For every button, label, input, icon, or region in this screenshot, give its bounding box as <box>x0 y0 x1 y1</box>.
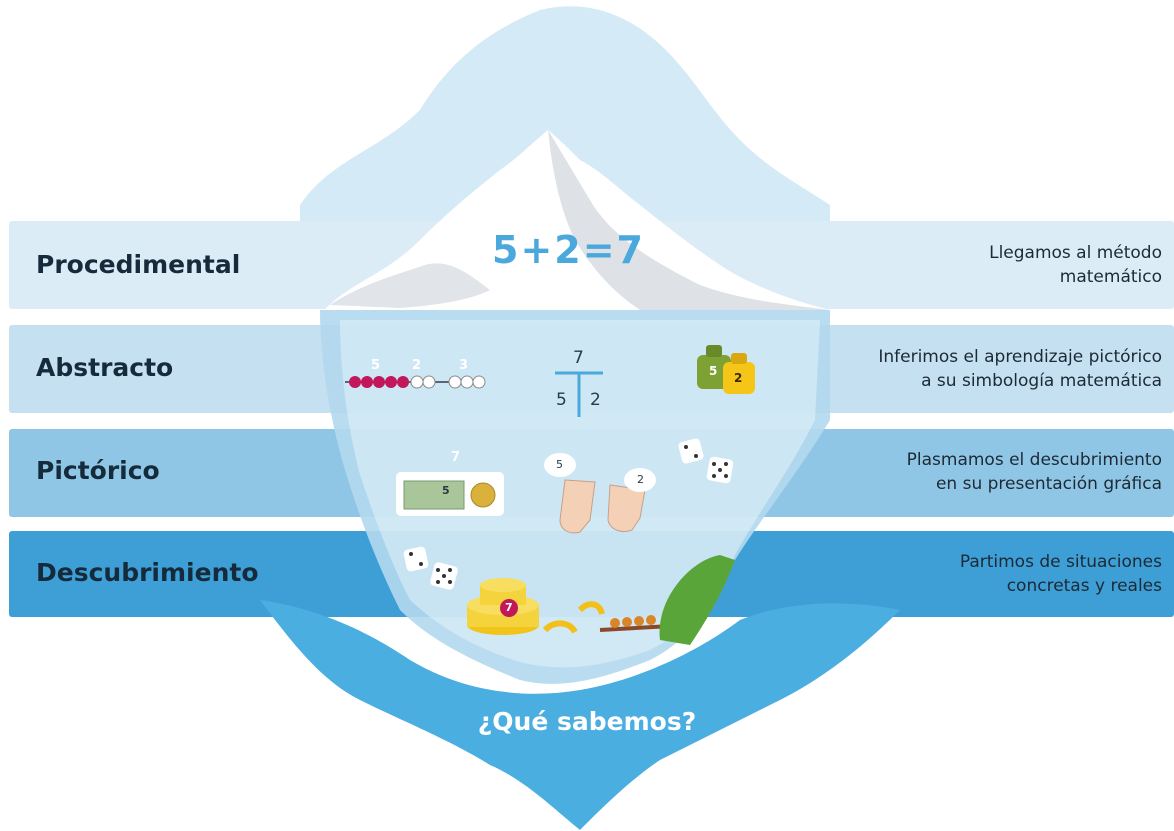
number-bond <box>555 371 603 417</box>
cake-number: 7 <box>505 601 513 614</box>
desc-line: a su simbología matemática <box>921 371 1162 391</box>
desc-line: Partimos de situaciones <box>959 552 1162 572</box>
desc-line: matemático <box>1059 267 1162 287</box>
tree-icon <box>599 555 735 645</box>
desc-line: en su presentación gráfica <box>935 474 1162 494</box>
hands-icon <box>544 453 656 534</box>
desc-line: Inferimos el aprendizaje pictórico <box>878 347 1162 367</box>
money-card <box>396 472 504 516</box>
level-label-descubrimiento: Descubrimiento <box>36 558 259 587</box>
level-desc-abstracto: Inferimos el aprendizaje pictórico a su … <box>878 345 1162 393</box>
level-label-pictorico: Pictórico <box>36 456 160 485</box>
level-desc-procedimental: Llegamos al método matemático <box>989 241 1162 289</box>
water-blob <box>260 600 900 830</box>
level-label-abstracto: Abstracto <box>36 353 174 382</box>
level-label-procedimental: Procedimental <box>36 250 241 279</box>
abacus-label: 5 <box>371 358 381 373</box>
bill-value: 5 <box>442 484 450 497</box>
abacus <box>345 375 486 389</box>
bond-part: 2 <box>590 390 601 410</box>
hand-bubble: 2 <box>637 473 644 486</box>
level-desc-descubrimiento: Partimos de situaciones concretas y real… <box>960 550 1162 598</box>
bond-whole: 7 <box>573 348 584 368</box>
hand-bubble: 5 <box>556 458 563 471</box>
desc-line: concretas y reales <box>1006 576 1162 596</box>
abacus-label: 2 <box>412 358 422 373</box>
dice-pictoric <box>678 438 734 484</box>
diagram-title: ¿Qué sabemos? <box>477 707 697 736</box>
equation: 5+2=7 <box>492 228 646 272</box>
iceberg-shade <box>548 130 830 310</box>
cake-icon <box>467 578 539 635</box>
desc-line: Plasmamos el descubrimiento <box>906 450 1162 470</box>
weight-label: 2 <box>734 371 743 385</box>
bananas-icon <box>542 601 605 634</box>
level-desc-pictorico: Plasmamos el descubrimiento en su presen… <box>907 448 1162 496</box>
iceberg-shade-left <box>330 263 490 308</box>
weights-icon <box>697 345 755 394</box>
dice-discovery <box>403 546 458 590</box>
money-total: 7 <box>451 450 461 465</box>
abacus-label: 3 <box>459 358 469 373</box>
bond-part: 5 <box>556 390 567 410</box>
desc-line: Llegamos al método <box>989 243 1162 263</box>
weight-label: 5 <box>709 364 718 378</box>
